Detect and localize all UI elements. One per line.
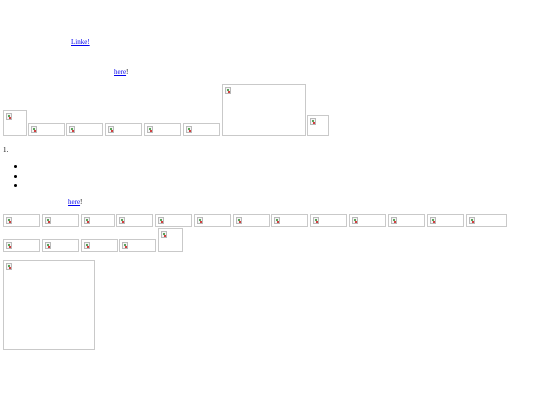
broken-image-icon [122, 242, 128, 249]
image-placeholder [3, 110, 27, 136]
broken-image-icon [84, 242, 90, 249]
here-link-row-2: here! [68, 198, 82, 206]
image-placeholder [42, 214, 79, 227]
broken-image-icon [186, 126, 192, 133]
image-placeholder [466, 214, 507, 227]
link-here-1-suffix: ! [126, 68, 129, 76]
broken-image-icon [84, 217, 90, 224]
image-placeholder [158, 228, 183, 252]
broken-image-icon [119, 217, 125, 224]
broken-image-icon [225, 87, 231, 94]
image-placeholder [81, 239, 118, 252]
image-placeholder [81, 214, 115, 227]
broken-image-icon [6, 242, 12, 249]
image-placeholder [119, 239, 156, 252]
list-bullet [14, 165, 17, 168]
broken-image-icon [352, 217, 358, 224]
list-bullet [14, 184, 17, 187]
broken-image-icon [69, 126, 75, 133]
image-placeholder [349, 214, 386, 227]
broken-image-icon [45, 217, 51, 224]
broken-image-icon [391, 217, 397, 224]
list-bullet [14, 175, 17, 178]
image-placeholder [271, 214, 308, 227]
image-placeholder [183, 123, 220, 136]
image-placeholder [3, 239, 40, 252]
broken-image-icon [430, 217, 436, 224]
broken-image-icon [6, 113, 12, 120]
image-placeholder [427, 214, 464, 227]
image-placeholder [310, 214, 347, 227]
broken-image-icon [469, 217, 475, 224]
link-linke[interactable]: Linke! [71, 38, 90, 46]
broken-image-icon [31, 126, 37, 133]
broken-image-icon [313, 217, 319, 224]
image-placeholder [3, 260, 95, 350]
link-here-2-suffix: ! [80, 198, 83, 206]
link-here-2[interactable]: here [68, 198, 81, 206]
link-here-1[interactable]: here [114, 68, 127, 76]
broken-image-icon [161, 231, 167, 238]
broken-image-icon [197, 217, 203, 224]
image-placeholder [307, 115, 329, 136]
broken-image-icon [310, 118, 316, 125]
image-placeholder [155, 214, 192, 227]
broken-image-icon [158, 217, 164, 224]
broken-image-icon [236, 217, 242, 224]
image-placeholder [233, 214, 270, 227]
image-placeholder [144, 123, 181, 136]
image-placeholder [194, 214, 231, 227]
image-placeholder [116, 214, 153, 227]
image-placeholder [66, 123, 103, 136]
broken-image-icon [108, 126, 114, 133]
broken-image-icon [147, 126, 153, 133]
broken-image-icon [274, 217, 280, 224]
image-placeholder [388, 214, 425, 227]
image-placeholder [222, 84, 306, 136]
ordered-list-marker: 1. [3, 146, 9, 154]
here-link-row-1: here! [114, 68, 128, 76]
image-placeholder [42, 239, 79, 252]
image-placeholder [105, 123, 142, 136]
broken-image-icon [45, 242, 51, 249]
broken-image-icon [6, 217, 12, 224]
image-placeholder [3, 214, 40, 227]
image-placeholder [28, 123, 65, 136]
broken-image-icon [6, 263, 12, 270]
